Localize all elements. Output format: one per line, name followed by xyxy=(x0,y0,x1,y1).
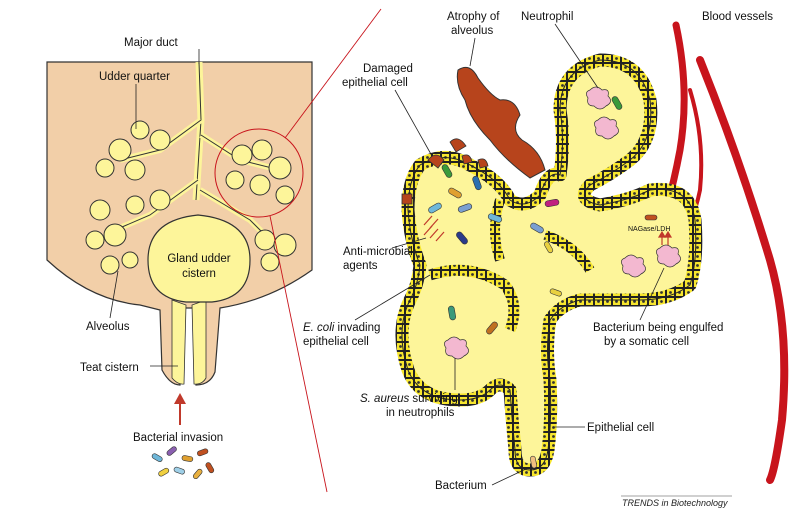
damaged-label-2: epithelial cell xyxy=(342,77,408,89)
alveolus-cluster-right xyxy=(225,139,297,272)
engulfed-label-2: by a somatic cell xyxy=(604,336,689,348)
saureus-label-2: in neutrophils xyxy=(386,407,455,419)
udder-quarter-label: Udder quarter xyxy=(99,71,170,83)
bacterial-invasion-label: Bacterial invasion xyxy=(133,432,223,444)
neutrophil-cells xyxy=(444,86,681,360)
invasion-arrow-icon xyxy=(174,393,186,425)
alveolus-label: Alveolus xyxy=(86,321,130,333)
lumen-bacteria xyxy=(428,96,658,469)
gland-cistern-label-2: cistern xyxy=(182,268,216,280)
gland-udder-cistern: Gland udder cistern xyxy=(147,214,251,303)
teat-cistern-shape xyxy=(171,299,207,385)
gland-cistern-label-1: Gland udder xyxy=(167,253,230,265)
saureus-label-1: S. aureus surviving xyxy=(360,393,458,405)
atrophy-label-1: Atrophy of xyxy=(447,11,500,23)
epithelial-cell-label: Epithelial cell xyxy=(587,422,654,434)
zoom-indicator xyxy=(214,8,382,493)
blood-vessels-label: Blood vessels xyxy=(702,11,773,23)
teat-cistern-label: Teat cistern xyxy=(80,362,139,374)
damaged-cells xyxy=(401,138,489,205)
atrophy-label-2: alveolus xyxy=(451,25,493,37)
credit-box: TRENDS in Biotechnology xyxy=(621,495,732,508)
neutrophil-label: Neutrophil xyxy=(521,11,573,23)
alveolus-cluster-left xyxy=(85,120,171,275)
bacteria-group-icon xyxy=(151,446,215,480)
nagase-label: NAGase/LDH xyxy=(628,226,670,233)
left-labels: Major duct Udder quarter Alveolus Teat c… xyxy=(80,37,223,444)
atrophied-alveolus xyxy=(456,66,546,179)
antimicrobial-label-2: agents xyxy=(343,260,378,272)
antimicrobial-label-1: Anti-microbial xyxy=(343,246,413,258)
alveolar-lumen xyxy=(395,53,703,477)
ecoli-label-2: epithelial cell xyxy=(303,336,369,348)
antimicrobial-arrows-icon xyxy=(423,215,445,242)
major-duct-label: Major duct xyxy=(124,37,178,49)
bacterium-label: Bacterium xyxy=(435,480,487,492)
ecoli-label-1: E. coli invading xyxy=(303,322,380,334)
engulfed-label-1: Bacterium being engulfed xyxy=(593,322,723,334)
nagase-ldh: NAGase/LDH xyxy=(628,226,673,245)
right-labels: Atrophy of alveolus Neutrophil Blood ves… xyxy=(303,11,773,492)
damaged-label-1: Damaged xyxy=(363,63,413,75)
up-arrows-icon xyxy=(657,230,673,245)
credit-label: TRENDS in Biotechnology xyxy=(622,498,728,508)
